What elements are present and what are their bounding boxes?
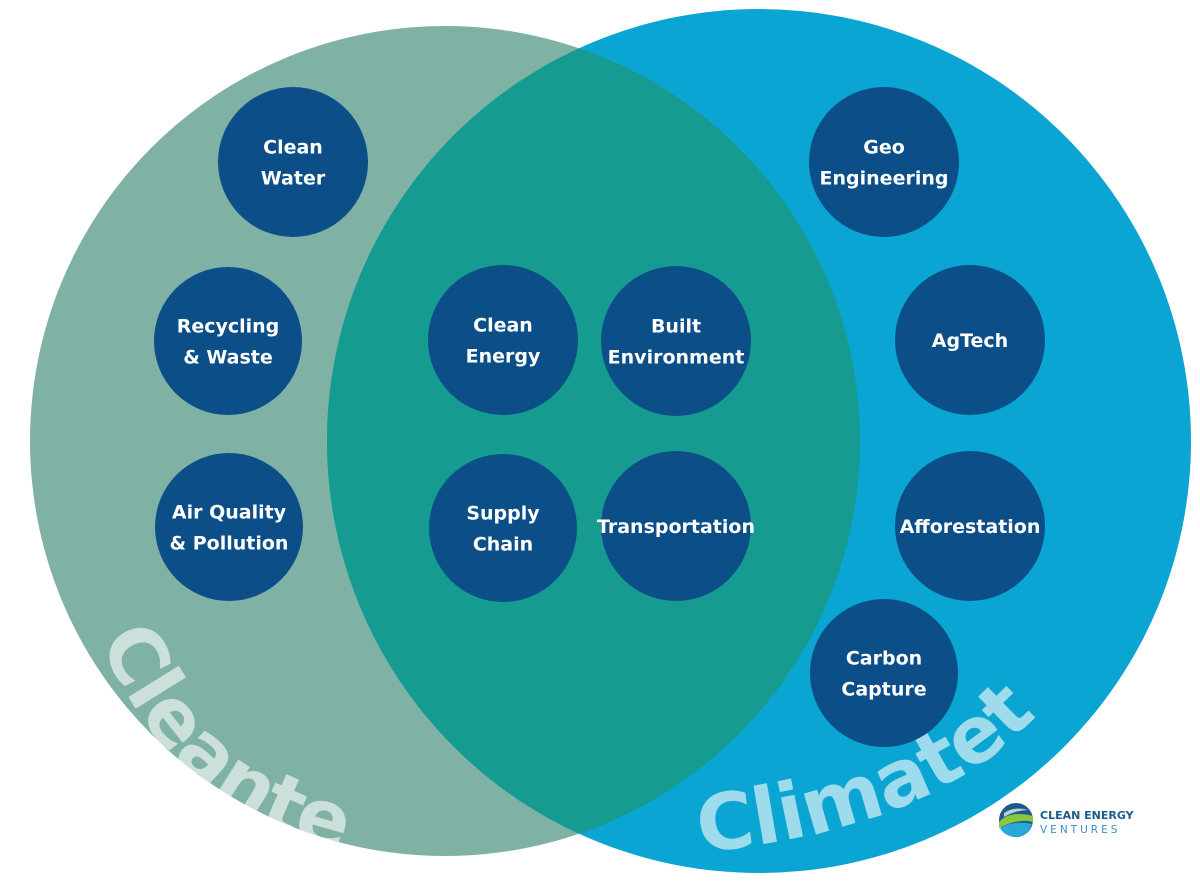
node-label: Geo: [863, 137, 905, 159]
node-label: Clean: [263, 137, 323, 159]
node-label: & Waste: [183, 347, 273, 369]
logo-line1: CLEAN ENERGY: [1040, 809, 1135, 822]
node-label: Transportation: [597, 516, 755, 538]
node-label: Afforestation: [900, 516, 1041, 538]
node-recycling-waste: Recycling & Waste: [154, 267, 302, 415]
node-agtech: AgTech: [895, 265, 1045, 415]
node-label: Water: [261, 168, 326, 190]
node-label: Air Quality: [172, 502, 287, 524]
node-afforestation: Afforestation: [895, 451, 1045, 601]
node-circle: [895, 265, 1045, 415]
node-label: Chain: [473, 534, 533, 556]
company-logo: CLEAN ENERGY VENTURES: [999, 803, 1135, 837]
node-label: Supply: [466, 503, 540, 525]
node-circle: [218, 87, 368, 237]
node-circle: [895, 451, 1045, 601]
node-label: Capture: [841, 679, 926, 701]
node-label: Recycling: [177, 316, 280, 338]
node-circle: [428, 265, 578, 415]
node-label: & Pollution: [170, 533, 289, 555]
node-circle: [601, 266, 751, 416]
node-label: Carbon: [846, 648, 922, 670]
node-label: Energy: [466, 346, 541, 368]
node-label: Engineering: [820, 168, 949, 190]
node-circle: [154, 267, 302, 415]
node-circle: [810, 599, 958, 747]
node-label: Environment: [608, 347, 745, 369]
node-label: AgTech: [932, 330, 1008, 352]
node-circle: [809, 87, 959, 237]
node-circle: [155, 453, 303, 601]
node-label: Built: [651, 316, 701, 338]
node-air-quality-pollution: Air Quality & Pollution: [155, 453, 303, 601]
node-label: Clean: [473, 315, 533, 337]
logo-mark-icon: [999, 803, 1033, 837]
node-circle: [429, 454, 577, 602]
logo-line2: VENTURES: [1040, 824, 1120, 836]
overlap-region: [327, 26, 860, 856]
node-transportation: Transportation: [597, 451, 755, 601]
node-circle: [601, 451, 751, 601]
